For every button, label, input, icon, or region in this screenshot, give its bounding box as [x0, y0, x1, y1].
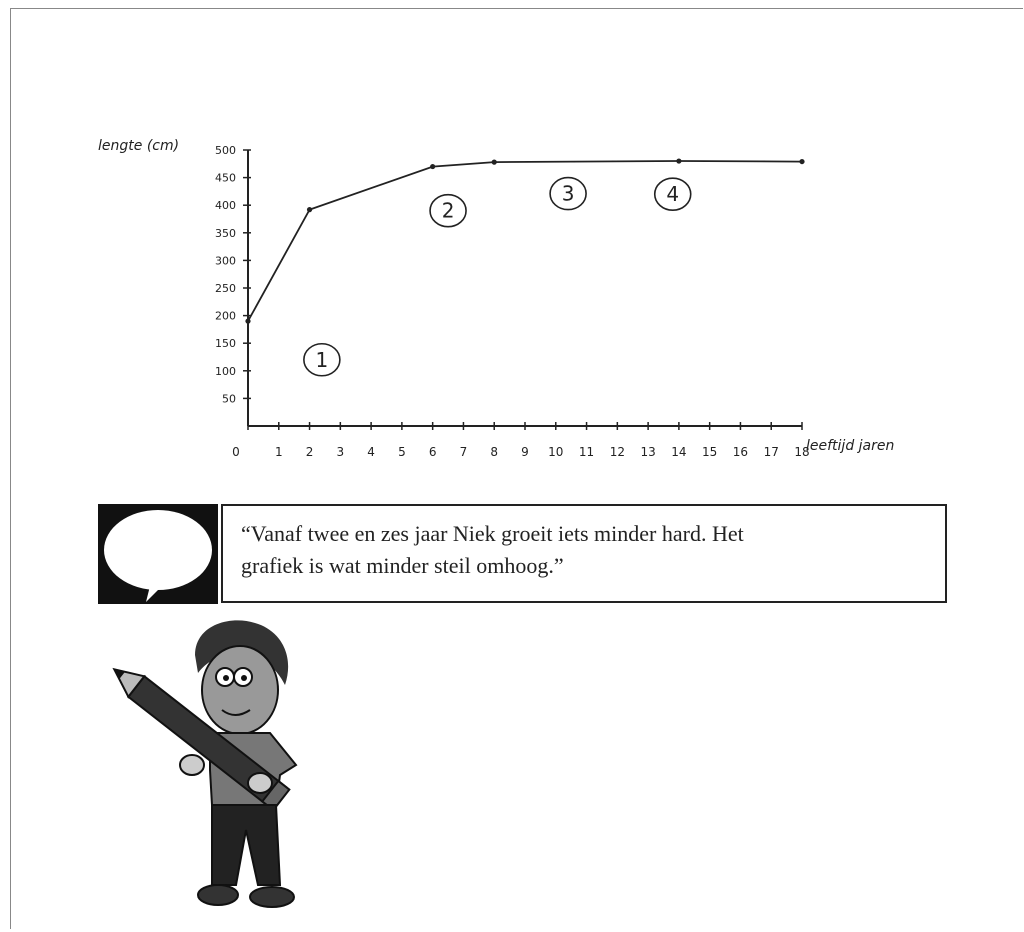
y-tick-label: 250	[215, 282, 236, 295]
annotation-circle	[429, 193, 467, 228]
x-tick-label: 15	[702, 445, 717, 459]
y-tick-label: 200	[215, 310, 236, 323]
x-axis-label: leeftijd jaren	[806, 438, 894, 454]
x-tick-label: 10	[548, 445, 563, 459]
annotation-label: 1	[315, 348, 328, 372]
data-point	[306, 207, 313, 213]
x-tick-label: 7	[460, 445, 468, 459]
series-line	[247, 160, 803, 322]
data-point	[430, 163, 436, 170]
x-tick-label: 5	[398, 445, 406, 459]
speech-bubble-icon	[98, 504, 218, 604]
y-axis-label: lengte (cm)	[98, 138, 179, 154]
x-tick-label: 17	[764, 445, 779, 459]
y-tick-label: 50	[222, 392, 236, 405]
y-tick-label: 350	[215, 227, 236, 240]
y-tick-label: 400	[215, 199, 236, 212]
x-tick-label: 9	[521, 445, 529, 459]
x-tick-label: 4	[367, 445, 375, 459]
quote-line-1: “Vanaf twee en zes jaar Niek groeit iets…	[241, 521, 744, 546]
x-tick-label: 8	[490, 445, 498, 459]
x-tick-label: 3	[337, 445, 345, 459]
annotation-circle	[653, 177, 692, 211]
x-tick-label: 16	[733, 445, 748, 459]
x-tick-label: 1	[275, 445, 283, 459]
quote-box: “Vanaf twee en zes jaar Niek groeit iets…	[221, 504, 947, 603]
y-tick-label: 450	[215, 172, 236, 185]
data-point	[676, 158, 682, 164]
x-tick-label: 18	[794, 445, 809, 459]
boy-with-pencil-illustration	[112, 620, 298, 908]
page-frame	[10, 8, 1023, 929]
y-tick-label: 500	[215, 144, 236, 157]
x-tick-label: 11	[579, 445, 594, 459]
annotation-label: 2	[442, 199, 455, 223]
data-point	[491, 159, 497, 165]
quote-line-2: grafiek is wat minder steil omhoog.”	[241, 553, 564, 578]
x-tick-label: 13	[640, 445, 655, 459]
x-tick-label: 12	[610, 445, 625, 459]
data-point	[799, 158, 805, 165]
annotation-label: 4	[666, 182, 679, 206]
annotation-circle	[303, 342, 341, 377]
y-tick-label: 300	[215, 254, 236, 267]
y-tick-label: 150	[215, 337, 236, 350]
x-tick-label: 14	[671, 445, 686, 459]
x-tick-label: 0	[232, 445, 240, 459]
annotation-label: 3	[562, 182, 575, 206]
x-tick-label: 6	[429, 445, 437, 459]
y-tick-label: 100	[215, 365, 236, 378]
annotation-circle	[549, 176, 587, 211]
data-point	[245, 318, 251, 324]
x-tick-label: 2	[306, 445, 314, 459]
